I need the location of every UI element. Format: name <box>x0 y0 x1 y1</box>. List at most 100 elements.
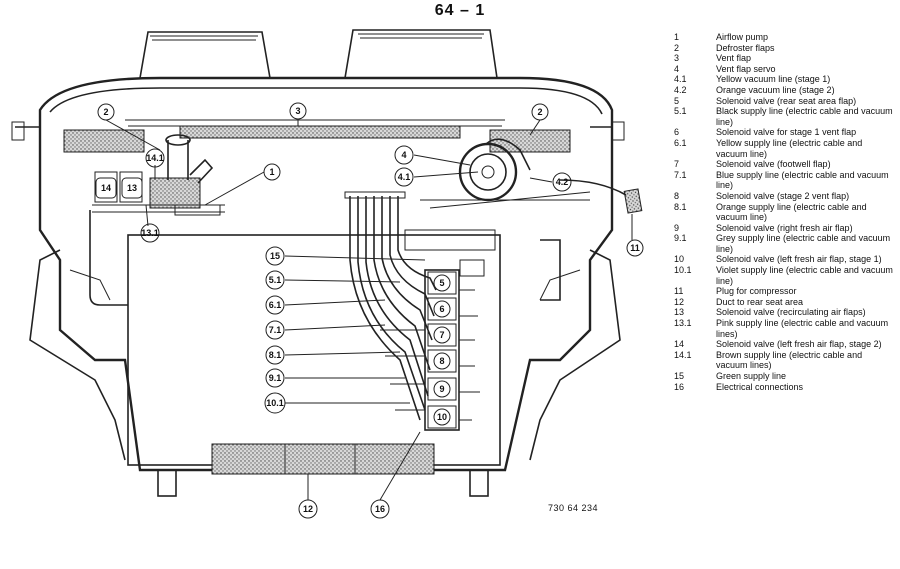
callout-8-1: 8.1 <box>265 345 285 365</box>
legend-item: 13.1 Pink supply line (electric cable and… <box>674 318 896 339</box>
legend-text: Solenoid valve (left fresh air flap, sta… <box>716 339 882 350</box>
svg-text:7.1: 7.1 <box>269 325 282 335</box>
rear-duct-grille <box>211 443 435 475</box>
airflow-pump-assembly <box>92 134 225 216</box>
legend-text: Blue supply line (electric cable and vac… <box>716 169 889 191</box>
callout-9: 9 <box>433 380 451 398</box>
svg-text:10.1: 10.1 <box>266 398 284 408</box>
figure-reference-number: 730 64 234 <box>548 503 599 513</box>
legend-number: 13.1 <box>674 318 692 329</box>
svg-text:2: 2 <box>103 107 108 117</box>
legend-text: Black supply line (electric cable and va… <box>716 106 893 127</box>
legend-item: 7 Solenoid valve (footwell flap) <box>674 159 896 170</box>
svg-text:4.1: 4.1 <box>398 172 411 182</box>
legend-number: 5 <box>674 95 680 106</box>
svg-text:1: 1 <box>269 167 274 177</box>
legend-item: 10.1 Violet supply line (electric cable a… <box>674 265 896 286</box>
legend-number: 1 <box>674 32 680 42</box>
page-title: 64 – 1 <box>434 2 486 19</box>
svg-text:16: 16 <box>375 504 385 514</box>
legend-number: 9.1 <box>674 233 687 244</box>
legend-text: Green supply line <box>716 371 787 381</box>
callout-7: 7 <box>433 326 451 344</box>
callout-15: 15 <box>265 246 285 266</box>
callout-5-1: 5.1 <box>265 270 285 290</box>
top-housing-blocks <box>139 29 498 79</box>
callout-4: 4 <box>394 145 414 165</box>
svg-text:14.1: 14.1 <box>146 153 164 163</box>
leader-lines <box>105 119 633 501</box>
legend-number: 4.1 <box>674 74 687 85</box>
callout-7-1: 7.1 <box>265 320 285 340</box>
svg-text:5: 5 <box>439 278 444 288</box>
legend-text: Defroster flaps <box>716 42 775 53</box>
svg-text:13: 13 <box>127 183 137 193</box>
legend-number: 10.1 <box>674 265 692 276</box>
svg-text:9: 9 <box>439 384 444 394</box>
legend-text: Solenoid valve (stage 2 vent flap) <box>716 190 850 201</box>
legend-text: Pink supply line (electric cable and vac… <box>716 318 889 339</box>
heater-unit-diagram: 1 2 2 3 4 4.1 4.2 11 14 13 14.1 13.1 15 … <box>11 29 644 519</box>
callout-12: 12 <box>298 499 318 519</box>
legend-number: 2 <box>674 42 680 53</box>
legend-number: 4 <box>674 63 680 74</box>
supply-line-bundle <box>344 191 496 421</box>
callout-13-1: 13.1 <box>140 223 160 243</box>
callout-13: 13 <box>121 177 143 199</box>
solenoid-valve-stack <box>380 269 480 431</box>
legend-text: Solenoid valve (left fresh air flap, sta… <box>716 254 882 265</box>
legend-item: 14.1 Brown supply line (electric cable an… <box>674 350 896 371</box>
svg-text:5.1: 5.1 <box>269 275 282 285</box>
legend-text: Grey supply line (electric cable and vac… <box>716 233 891 254</box>
callout-9-1: 9.1 <box>265 368 285 388</box>
legend-number: 7 <box>674 159 680 170</box>
legend-text: Solenoid valve (right fresh air flap) <box>716 222 853 233</box>
legend-text: Brown supply line (electric cable and va… <box>716 349 863 371</box>
legend-text: Vent flap <box>716 53 752 64</box>
legend-text: Orange vacuum line (stage 2) <box>716 84 835 95</box>
callout-16: 16 <box>370 499 390 519</box>
legend-number: 14.1 <box>674 349 692 360</box>
callout-6-1: 6.1 <box>265 295 285 315</box>
legend-text: Violet supply line (electric cable and v… <box>716 265 893 286</box>
callout-4-1: 4.1 <box>394 167 414 187</box>
callout-6: 6 <box>433 300 451 318</box>
legend-text: Solenoid valve for stage 1 vent flap <box>716 127 857 138</box>
legend-number: 8 <box>674 190 680 201</box>
vent-flap-servo <box>420 138 643 214</box>
svg-text:10: 10 <box>437 412 447 422</box>
svg-text:8: 8 <box>439 356 444 366</box>
legend-item: 9.1 Grey supply line (electric cable and … <box>674 233 896 254</box>
svg-text:7: 7 <box>439 330 444 340</box>
callout-2-left: 2 <box>97 103 115 121</box>
callout-1: 1 <box>263 163 281 181</box>
legend-number: 14 <box>674 339 685 350</box>
legend-number: 8.1 <box>674 201 687 212</box>
svg-text:11: 11 <box>630 243 640 253</box>
legend-text: Duct to rear seat area <box>716 296 804 307</box>
callout-8: 8 <box>433 352 451 370</box>
callout-11: 11 <box>626 239 644 257</box>
legend-number: 6.1 <box>674 137 687 148</box>
svg-text:4: 4 <box>401 150 406 160</box>
legend-text: Yellow vacuum line (stage 1) <box>716 74 831 85</box>
callout-2-right: 2 <box>531 103 549 121</box>
svg-text:3: 3 <box>295 106 300 116</box>
legend-text: Solenoid valve (recirculating air flaps) <box>716 307 866 318</box>
svg-text:12: 12 <box>303 504 313 514</box>
legend-text: Solenoid valve (footwell flap) <box>716 159 831 170</box>
legend-item: 2 Defroster flaps <box>674 43 896 54</box>
callouts: 1 2 2 3 4 4.1 4.2 11 14 13 14.1 13.1 15 … <box>95 102 644 519</box>
